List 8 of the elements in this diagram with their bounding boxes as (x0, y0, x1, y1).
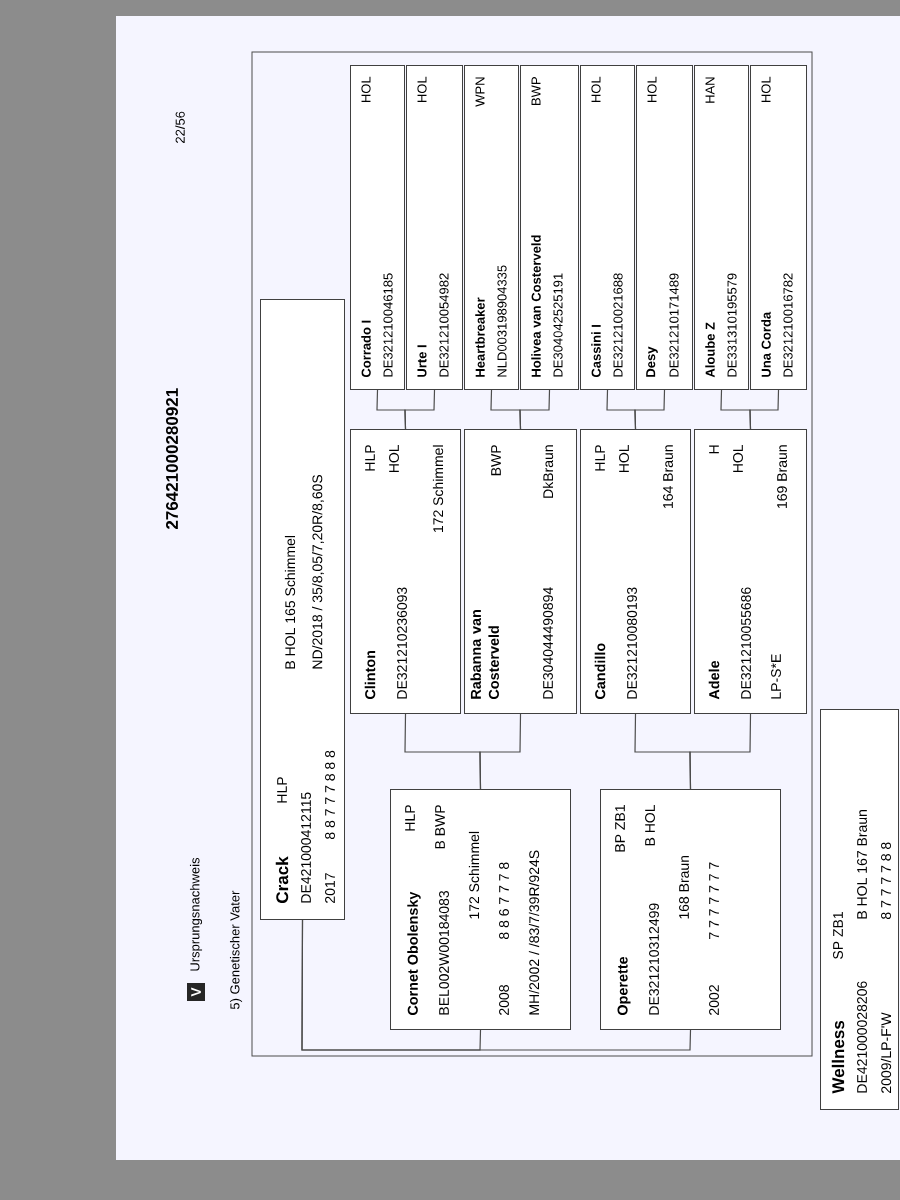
connector-line (689, 713, 752, 790)
connector-line (519, 389, 551, 430)
connector-line (749, 389, 780, 430)
connector-line (301, 919, 692, 1051)
connector-line (634, 389, 666, 430)
connector-line (479, 713, 522, 790)
document-number: 276421000280921 (166, 388, 178, 529)
connector-line (404, 389, 436, 430)
